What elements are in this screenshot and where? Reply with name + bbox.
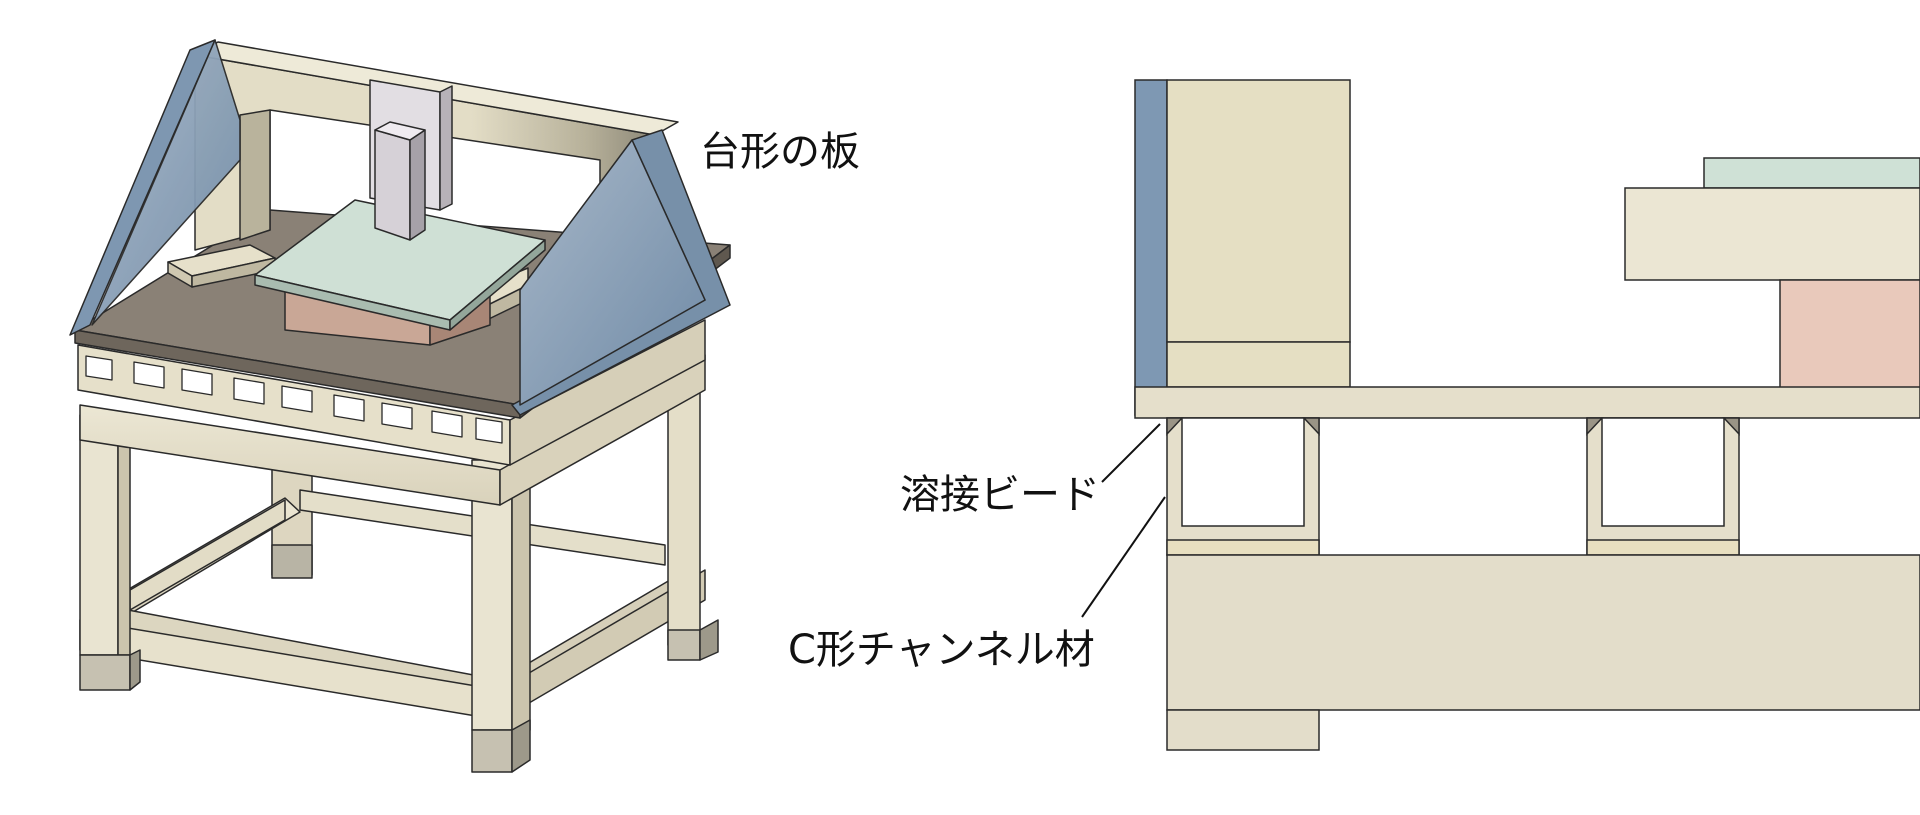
- leader-weld-bead: [1101, 423, 1161, 483]
- work-table: [254, 199, 546, 331]
- c-channel-row: [77, 319, 706, 466]
- top-plate-section: [1134, 386, 1920, 419]
- lower-frame: [79, 489, 706, 721]
- leg-front-center: [471, 454, 531, 773]
- carriage-section: [1624, 187, 1920, 281]
- isometric-view: [69, 39, 731, 773]
- section-view: [1134, 79, 1920, 751]
- work-block-section: [1779, 279, 1920, 389]
- leader-lines: [1081, 423, 1166, 618]
- c-channel-section-1: [1166, 417, 1320, 556]
- lower-beam-section: [1166, 554, 1920, 711]
- label-c-channel: C形チャンネル材: [788, 627, 1095, 673]
- spindle-head: [369, 79, 453, 241]
- gantry-post-base: [1166, 341, 1351, 388]
- leg-right: [667, 374, 719, 661]
- label-weld-bead: 溶接ビード: [900, 472, 1100, 518]
- leg-section: [1166, 709, 1320, 751]
- gantry-post-section: [1166, 79, 1351, 343]
- label-trapezoid-plate: 台形の板: [700, 129, 860, 175]
- trapezoid-plate-right: [511, 129, 731, 416]
- trapezoid-plate-left: [69, 39, 241, 336]
- c-channel-section-2: [1586, 417, 1740, 556]
- table-top-section: [1703, 157, 1920, 189]
- leader-c-channel: [1081, 496, 1166, 618]
- side-plate-section: [1134, 79, 1168, 416]
